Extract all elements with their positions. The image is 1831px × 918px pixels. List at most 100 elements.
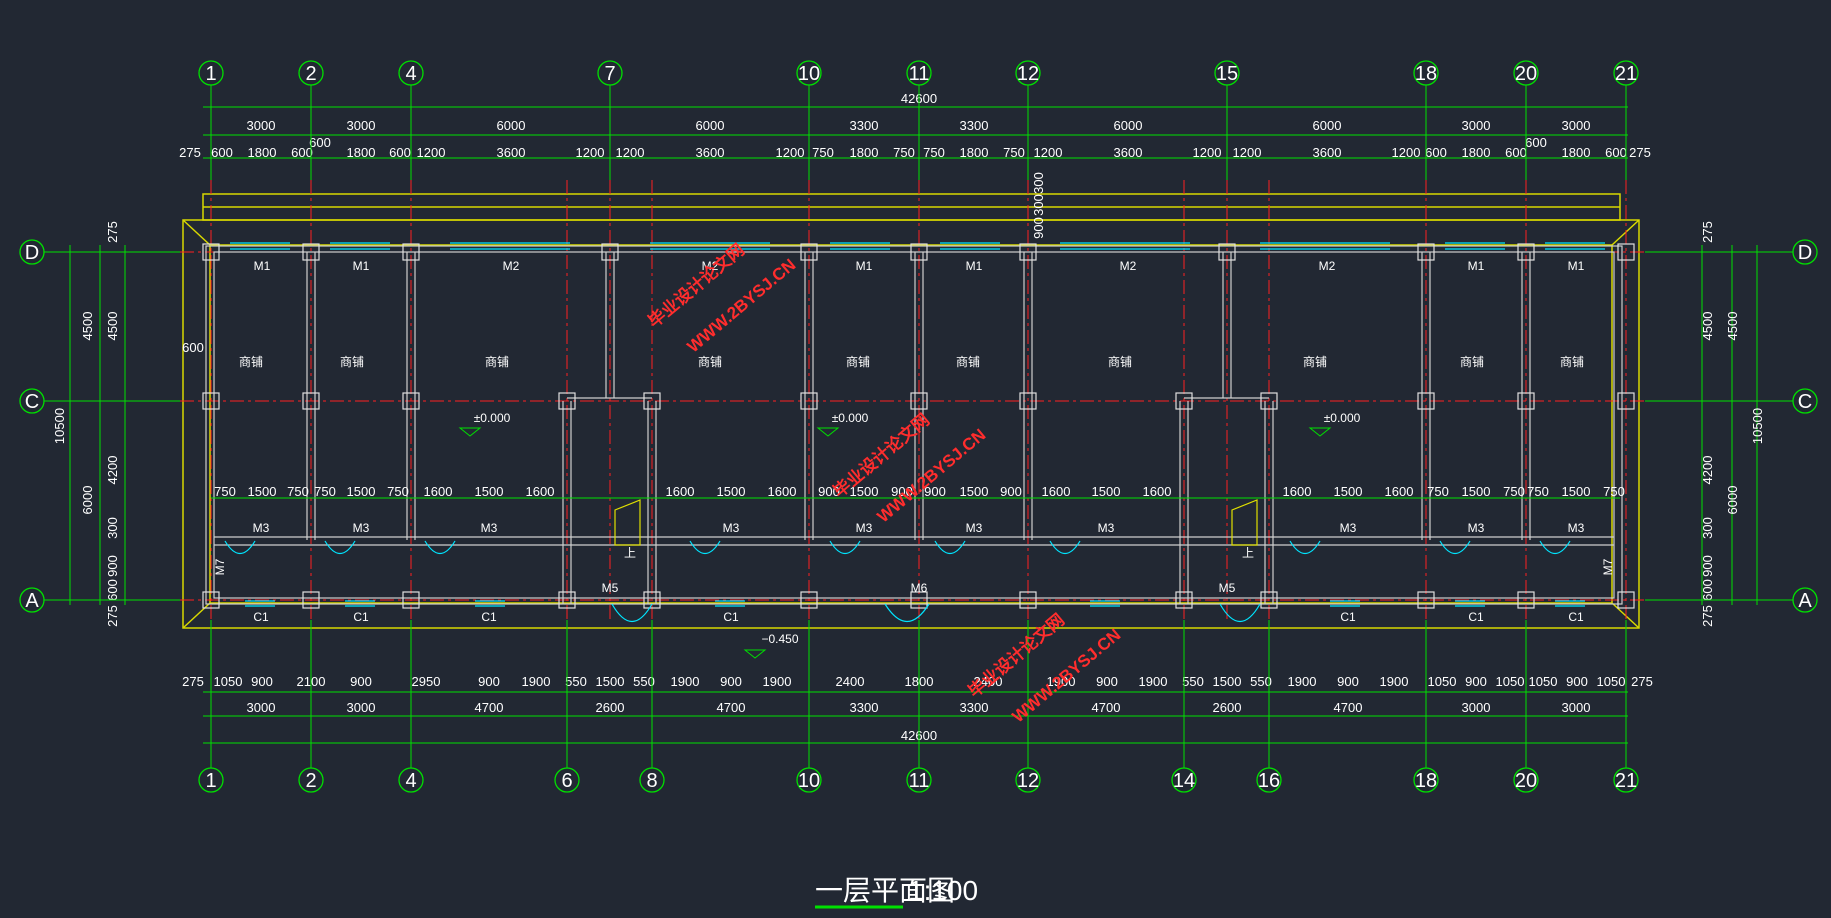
bottom-dim-row1: 2400 [836,674,865,689]
column [1175,392,1193,410]
column [202,591,220,609]
bottom-dim-row1: 550 [633,674,655,689]
top-dim-row3: 750 [812,145,834,160]
door-swing [611,603,653,622]
interior-dim: 1600 [1385,484,1414,499]
door-label-top: M1 [353,259,370,273]
interior-dim: 900 [1000,484,1022,499]
top-dim-row3: 1200 [576,145,605,160]
axis-bubble-label: 21 [1615,770,1637,792]
column [601,243,619,261]
door-swing [1219,603,1261,622]
interior-dim: 1500 [1092,484,1121,499]
door-label-top: M2 [702,259,719,273]
right-dim-inner: 275 [1700,605,1715,627]
top-dim-row3: 600 [389,145,411,160]
column [558,591,576,609]
door-swing [224,540,256,555]
interior-dim: 750 [314,484,336,499]
top-vert-dim: 900 [1031,217,1046,239]
bottom-dim-row1: 1500 [596,674,625,689]
axis-bubble-label: 8 [646,770,657,792]
room-label: 商铺 [340,354,364,369]
right-dim-mid: 6000 [1725,486,1740,515]
bottom-dim-row1: 1900 [671,674,700,689]
top-dim-row3: 1200 [616,145,645,160]
axis-bubble-label: 15 [1216,63,1238,85]
interior-dim: 1600 [768,484,797,499]
axis-bubble-label: 14 [1173,770,1195,792]
bottom-dim-row1: 1900 [522,674,551,689]
title-text: 一层平面图 [815,875,955,906]
interior-dim: 1600 [424,484,453,499]
column [910,243,928,261]
interior-dim: 1600 [1283,484,1312,499]
interior-dim: 750 [387,484,409,499]
left-dim-outer: 10500 [52,408,67,444]
door-swing [1539,540,1571,555]
top-dim-row2: 6000 [1313,118,1342,133]
dimension-lines [69,106,1758,744]
bottom-dim-row1: 1500 [1213,674,1242,689]
door-label-top: M1 [856,259,873,273]
door-label-bottom: M3 [253,521,270,535]
top-dim-row3: 1200 [776,145,805,160]
door-swing [1439,540,1471,555]
window-label: C1 [253,610,269,624]
top-dim-row3: 275 [179,145,201,160]
left-dim-inner: 900 [105,555,120,577]
top-dim-row3: 1800 [960,145,989,160]
door-swing [884,603,930,622]
door-label-bottom: M3 [481,521,498,535]
right-dim-inner: 4500 [1700,312,1715,341]
column [1517,243,1535,261]
axis-bubble-label: 6 [561,770,572,792]
column [643,392,661,410]
bottom-dim-row2: 2600 [1213,700,1242,715]
interior-dim: 1500 [960,484,989,499]
column [910,392,928,410]
axis-bubble-top: 11 [906,60,932,86]
top-dim-row2: 3300 [850,118,879,133]
axis-bubble-label: 2 [305,63,316,85]
top-dim-row3: 1800 [347,145,376,160]
axis-bubble-bottom: 21 [1613,767,1639,793]
stair-up-label: 上 [1242,546,1254,560]
stair-left [614,499,641,546]
interior-dim: 750 [1427,484,1449,499]
top-dim-row2: 3000 [247,118,276,133]
windows [224,242,1605,622]
left-dim-mid: 6000 [80,486,95,515]
top-col-600: 600 [1525,135,1547,150]
interior-dim: 1600 [1143,484,1172,499]
level-marker [1308,427,1332,437]
stair-up-label: 上 [624,546,636,560]
top-dim-row3: 3600 [1114,145,1143,160]
column [1617,243,1635,261]
top-dim-row3: 1200 [1233,145,1262,160]
column [302,392,320,410]
left-600-dim: 600 [182,340,204,355]
top-dim-row3: 1800 [248,145,277,160]
column [302,243,320,261]
axis-bubble-bottom: 14 [1171,767,1197,793]
door-swing [324,540,356,555]
right-dim-inner: 300 [1700,517,1715,539]
door-swing [424,540,456,555]
bottom-dim-row2: 4700 [475,700,504,715]
column [402,591,420,609]
bottom-dim-row1: 900 [1337,674,1359,689]
bottom-dim-row1: 900 [1465,674,1487,689]
exterior-wall-inner [213,251,1615,599]
column [1517,392,1535,410]
axis-bubble-top: 18 [1413,60,1439,86]
interior-dim: 1500 [717,484,746,499]
interior-dim: 900 [891,484,913,499]
top-dim-row3: 1200 [1392,145,1421,160]
left-dim-mid: 4500 [80,312,95,341]
column [1019,392,1037,410]
door-swing [829,540,861,555]
axis-bubble-label: C [25,391,39,413]
bottom-dim-row1: 550 [1250,674,1272,689]
